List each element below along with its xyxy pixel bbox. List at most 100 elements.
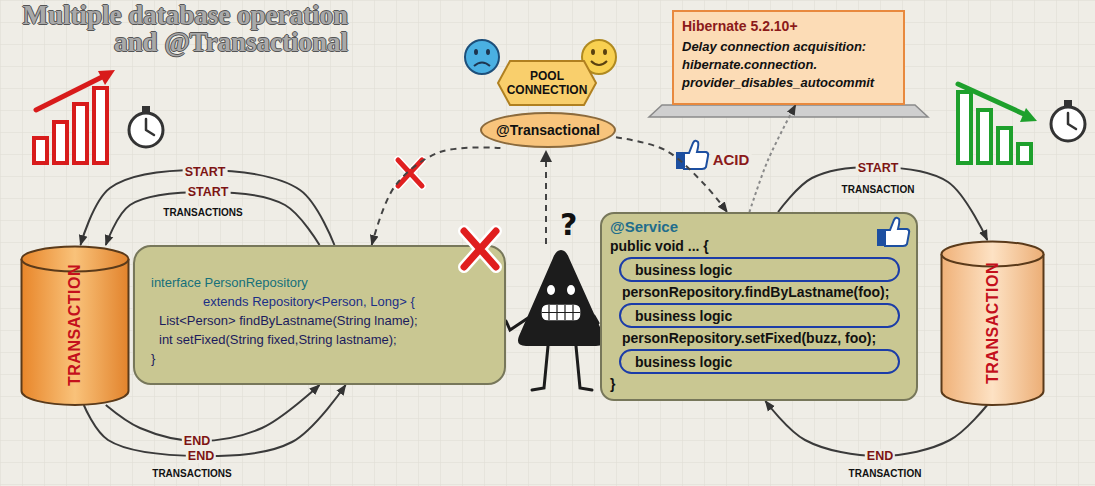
note-label: TRANSACTIONS (150, 468, 233, 479)
stopwatch-button (1064, 100, 1072, 106)
connector (765, 401, 987, 456)
face-eye (591, 49, 595, 55)
node-text: List<Person> findByLastname(String lname… (159, 311, 492, 330)
node-text: @Transactional (496, 122, 600, 138)
connector-label: START (186, 185, 231, 199)
thumb-hand (885, 218, 909, 246)
character-teeth (542, 305, 580, 320)
character-legs (532, 346, 592, 390)
thumbs-up-group (877, 218, 909, 246)
stopwatch (1051, 107, 1085, 141)
chart-bar (54, 122, 67, 163)
stopwatch-button (142, 106, 150, 112)
face-mouth (591, 61, 607, 65)
thumbs-up (876, 216, 912, 248)
note-label: TRANSACTION (847, 468, 924, 479)
node-text: TRANSACTION (984, 262, 1002, 384)
cylinder-body (942, 254, 1044, 405)
character-grin (541, 304, 581, 321)
thumb-cuff (877, 229, 884, 246)
node-text: } (610, 376, 908, 393)
transaction-cylinder: TRANSACTION (940, 240, 1045, 405)
connector (106, 385, 320, 441)
hexagon-outline (498, 61, 596, 105)
node-text: Delay connection acquisition: hibernate.… (682, 38, 895, 92)
laptop-base (649, 105, 928, 117)
chart-bar (958, 92, 971, 163)
node-text: personRepository.findByLastname(foo); (622, 284, 908, 301)
red-cross (398, 160, 422, 186)
thumbs-up (676, 141, 708, 169)
face-mouth (474, 63, 490, 67)
repository-code-box: interface PersonRepositoryextends Reposi… (133, 245, 506, 385)
connector-label: START (183, 165, 228, 179)
connector (749, 105, 795, 212)
connector-label: END (182, 434, 212, 448)
chart-bar (34, 138, 47, 163)
service-code-box: @Service public void ... { personRepositor… (600, 212, 918, 401)
character-body (518, 250, 605, 346)
node-text: extends Repository<Person, Long> { (203, 292, 492, 311)
business-logic-oval: business logic (619, 257, 900, 282)
sad-face (465, 40, 499, 74)
hibernate-note-box: Hibernate 5.2.10+ Delay connection acquis… (672, 10, 905, 105)
stopwatch-hands (146, 119, 154, 135)
trend-arrow (958, 84, 1026, 115)
node-text: Hibernate 5.2.10+ (682, 18, 895, 34)
big-red-cross (458, 225, 502, 273)
cross-outline (464, 231, 496, 267)
connector-label: END (865, 449, 895, 463)
connector-label: ACID (711, 153, 752, 167)
question-mark: ? (560, 208, 577, 242)
chart-bar (94, 88, 107, 163)
connector (372, 147, 501, 245)
node-text: business logic (635, 308, 732, 324)
connector (106, 192, 320, 245)
face-eye (474, 49, 478, 55)
note-label: TRANSACTIONS (161, 207, 244, 218)
chart-bar (74, 104, 87, 163)
character-eye (567, 285, 575, 295)
chart-bar (998, 128, 1011, 163)
node-text: public void ... { (610, 238, 908, 255)
connector (616, 137, 727, 212)
business-logic-oval: business logic (619, 303, 900, 328)
note-label: TRANSACTION (840, 184, 917, 195)
stopwatch (129, 113, 163, 147)
node-text: TRANSACTION (66, 264, 84, 386)
node-text: int setFixed(String fixed,String lastnam… (159, 330, 492, 349)
node-text: interface PersonRepository (151, 273, 492, 292)
face-eye (486, 49, 490, 55)
trend-arrow (36, 75, 106, 110)
face-eye (603, 49, 607, 55)
thumb-hand (684, 141, 708, 169)
connector-label: END (186, 449, 216, 463)
cylinder-body (22, 259, 129, 405)
leader-line (545, 160, 547, 244)
cross-outline (398, 160, 422, 186)
node-text: @Service (610, 218, 908, 236)
node-text: POOL CONNECTION (505, 69, 589, 97)
trend-arrowhead (1020, 108, 1037, 122)
connector (81, 170, 335, 245)
node-text: } (151, 349, 492, 368)
red-cross (464, 231, 496, 267)
chart-bar (978, 110, 991, 163)
leader-arrowhead (540, 150, 552, 162)
transaction-cylinder: TRANSACTION (20, 245, 130, 405)
connector-label: START (856, 161, 901, 175)
business-logic-oval: business logic (619, 349, 900, 374)
trend-arrowhead (98, 70, 115, 85)
node-text: personRepository.setFixed(buzz, foo); (622, 330, 908, 347)
character-arms (506, 316, 598, 330)
chart-bar (1018, 144, 1031, 163)
pool-connection-hexagon: POOL CONNECTION (497, 60, 597, 106)
diagram-title: Multiple database operation and @Transac… (3, 2, 348, 56)
stopwatch-hands (1068, 113, 1076, 129)
node-text: business logic (635, 262, 732, 278)
node-text: business logic (635, 354, 732, 370)
